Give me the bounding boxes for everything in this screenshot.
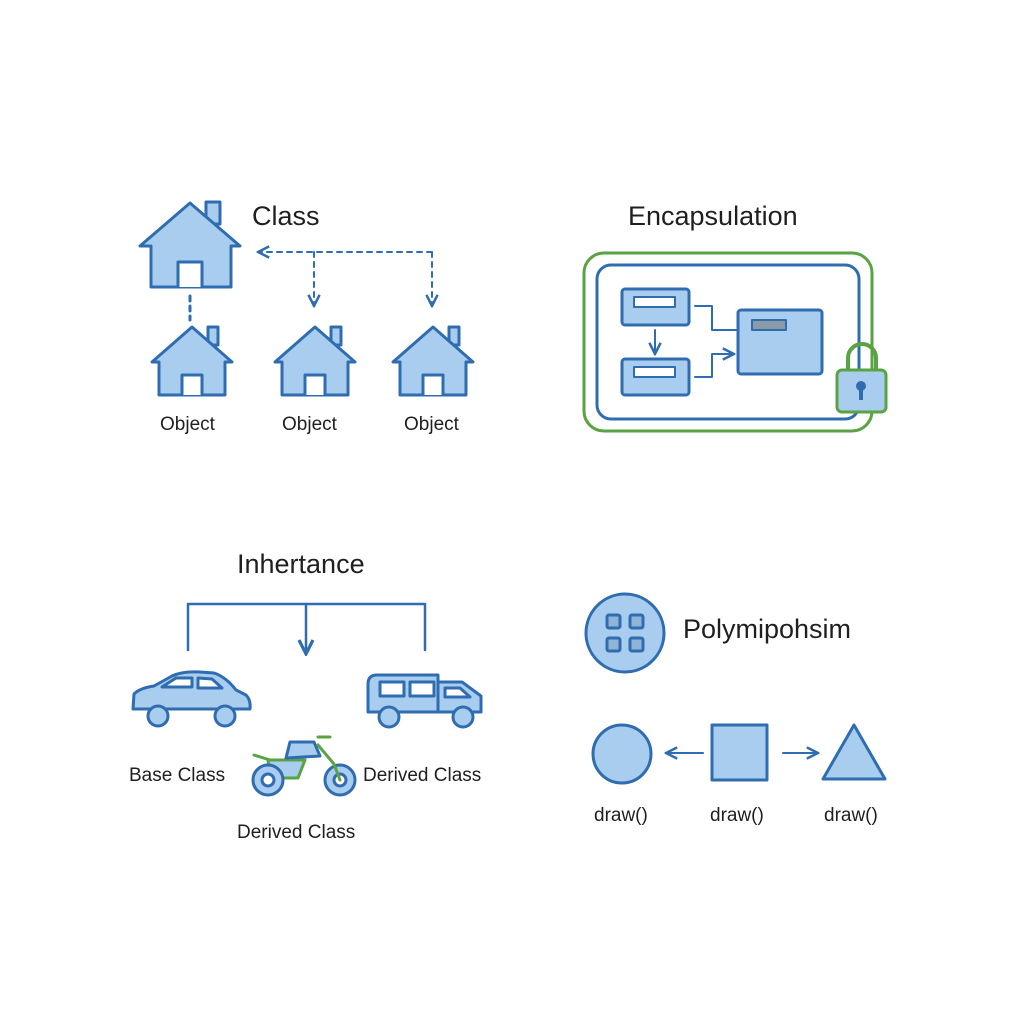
data-box-1 — [620, 287, 691, 327]
object-house-icon-1 — [150, 325, 234, 397]
polymorphism-grid-icon — [584, 592, 666, 674]
class-title: Class — [252, 201, 320, 231]
square-shape — [710, 723, 769, 782]
triangle-shape — [821, 723, 887, 781]
object-label: Object — [160, 414, 215, 435]
object-label: Object — [404, 414, 459, 435]
motorcycle-icon — [251, 735, 357, 797]
object-house-icon-2 — [273, 325, 357, 397]
inheritance-bracket — [186, 602, 427, 654]
object-label: Object — [282, 414, 337, 435]
draw-method-label: draw() — [710, 805, 764, 826]
data-box-2 — [620, 357, 691, 397]
encapsulation-flow-arrows — [655, 305, 737, 378]
draw-method-label: draw() — [824, 805, 878, 826]
circle-shape — [591, 723, 653, 785]
car-icon — [131, 670, 252, 728]
object-house-icon-3 — [391, 325, 475, 397]
inheritance-title: Inhertance — [237, 549, 365, 579]
encapsulation-capsule — [582, 251, 874, 433]
truck-icon — [366, 673, 483, 729]
encapsulation-title: Encapsulation — [628, 201, 798, 231]
derived-class-label-right: Derived Class — [363, 765, 482, 786]
derived-class-label-bottom: Derived Class — [237, 822, 356, 843]
lock-icon — [835, 342, 888, 414]
method-box — [736, 308, 824, 376]
instantiation-arrows — [258, 252, 432, 306]
base-class-label: Base Class — [129, 765, 226, 786]
draw-method-label: draw() — [594, 805, 648, 826]
class-house-icon — [138, 200, 242, 289]
polymorphism-title: Polymipohsim — [683, 614, 852, 644]
